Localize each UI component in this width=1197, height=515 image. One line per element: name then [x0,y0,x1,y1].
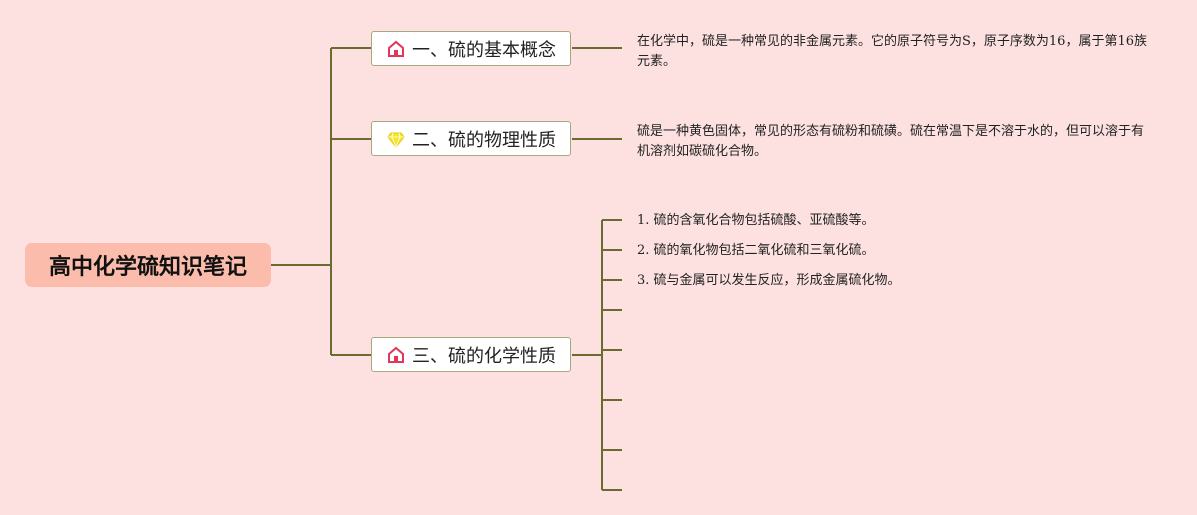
topic-basic-concept[interactable]: 一、硫的基本概念 [371,31,571,66]
root-topic[interactable]: 高中化学硫知识笔记 [25,243,271,287]
subtopic-text[interactable]: 在化学中，硫是一种常见的非金属元素。它的原子符号为S，原子序数为16，属于第16… [637,34,1147,69]
topic-label: 三、硫的化学性质 [412,345,556,367]
topic-physical-properties[interactable]: 二、硫的物理性质 [371,121,571,156]
root-title: 高中化学硫知识笔记 [48,255,247,280]
subtopic-item[interactable]: 2. 硫的氧化物包括二氧化硫和三氧化硫。 [637,243,875,258]
topic-chemical-properties[interactable]: 三、硫的化学性质 [371,337,571,372]
topic-label: 二、硫的物理性质 [412,129,556,151]
diamond-icon [387,132,405,148]
subtopic-item[interactable]: 3. 硫与金属可以发生反应，形成金属硫化物。 [637,273,901,288]
house-icon [388,40,404,57]
topic-label: 一、硫的基本概念 [412,39,556,61]
subtopic-text[interactable]: 硫是一种黄色固体，常见的形态有硫粉和硫磺。硫在常温下是不溶于水的，但可以溶于有机… [637,124,1145,159]
house-icon [388,346,404,363]
subtopic-item[interactable]: 1. 硫的含氧化合物包括硫酸、亚硫酸等。 [637,213,875,228]
